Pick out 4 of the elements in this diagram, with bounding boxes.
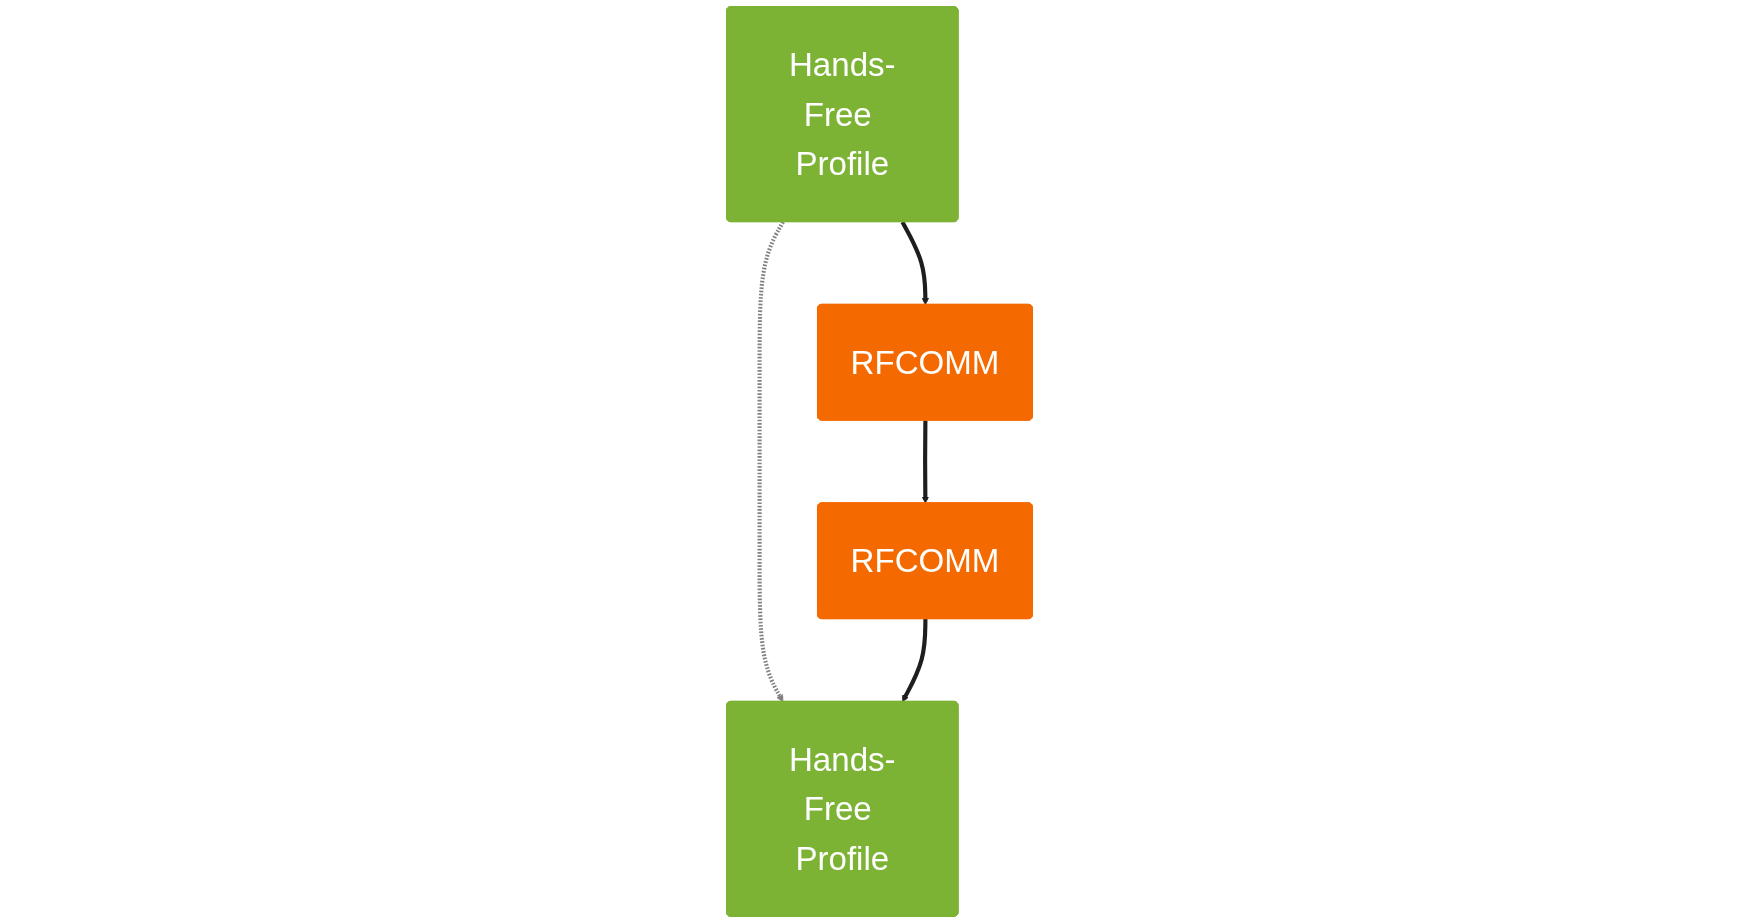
arrow bbox=[902, 619, 928, 703]
arrow bbox=[757, 221, 785, 703]
arrow bbox=[921, 420, 929, 504]
arrow bbox=[900, 221, 929, 306]
